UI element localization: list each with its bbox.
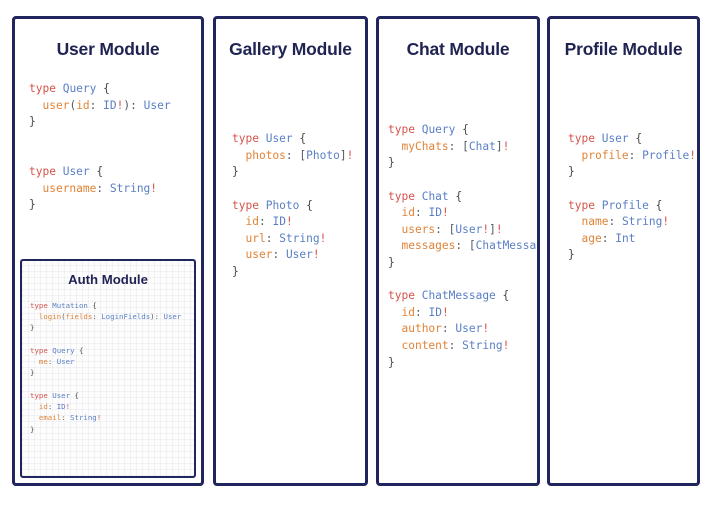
module-code-auth: type Mutation { login(fields: LoginField… (30, 300, 182, 434)
module-panel-gallery: Gallery Module type User { photos: [Phot… (213, 16, 368, 486)
module-panel-user: User Module type Query { user(id: ID!): … (12, 16, 204, 486)
module-title-gallery: Gallery Module (229, 39, 352, 59)
module-code-gallery: type User { photos: [Photo]! } type Phot… (232, 132, 354, 278)
module-title-profile: Profile Module (564, 39, 683, 59)
module-title-user: User Module (56, 39, 160, 59)
module-code-chat: type Query { myChats: [Chat]! } type Cha… (388, 123, 537, 369)
module-code-user: type Query { user(id: ID!): User } type … (29, 82, 171, 212)
module-panel-chat: Chat Module type Query { myChats: [Chat]… (376, 16, 540, 486)
module-title-chat: Chat Module (406, 39, 510, 59)
module-code-profile: type User { profile: Profile! } type Pro… (568, 132, 697, 262)
module-panel-profile: Profile Module type User { profile: Prof… (547, 16, 700, 486)
module-title-auth: Auth Module (68, 272, 148, 287)
module-panel-auth: Auth Module type Mutation { login(fields… (20, 259, 196, 478)
